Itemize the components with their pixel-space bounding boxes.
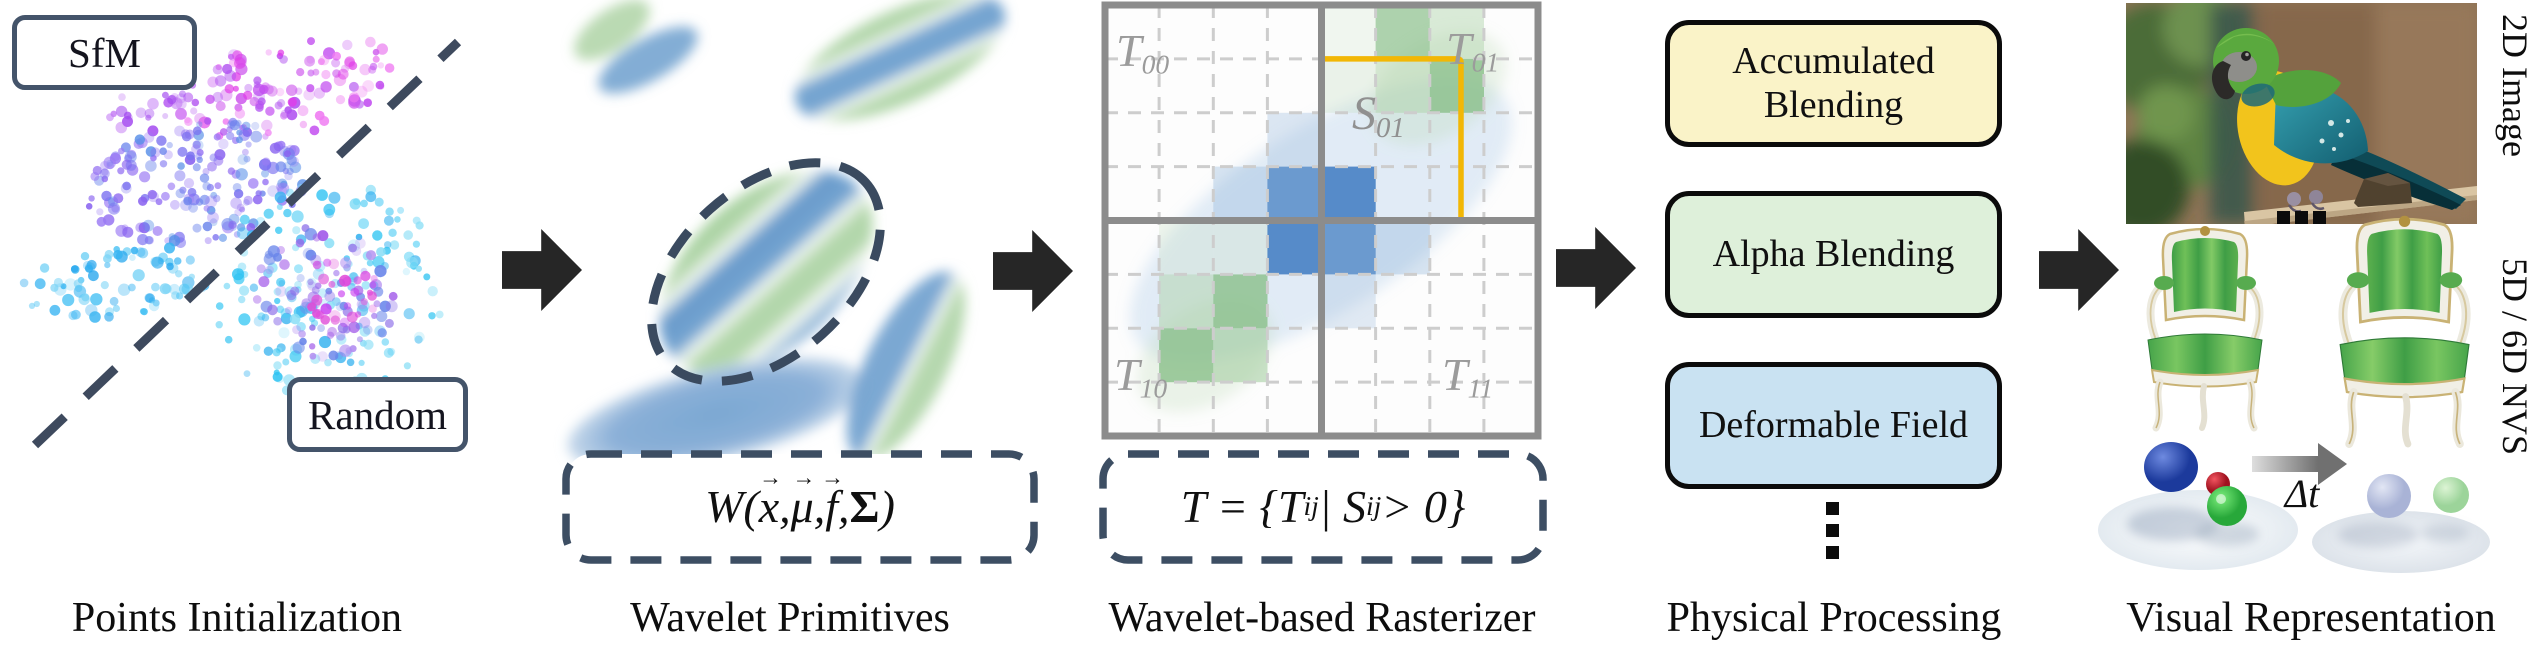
processing-box-accumulated-blending: Accumulated Blending bbox=[1665, 20, 2002, 147]
processing-box-label: Alpha Blending bbox=[1712, 232, 1955, 275]
time-arrow-shaft bbox=[2252, 456, 2318, 472]
sfm-label: SfM bbox=[68, 29, 141, 76]
wavelet-blob-bottom-blue bbox=[567, 357, 865, 470]
dynamic-spheres-graphic bbox=[2098, 442, 2490, 573]
point-cloud-graphic bbox=[19, 36, 462, 449]
rasterizer-grid-graphic bbox=[1101, 1, 1542, 440]
parrot-photo bbox=[2126, 3, 2477, 224]
side-label-2d-image: 2D Image bbox=[2495, 13, 2535, 157]
selected-primitive-outline bbox=[647, 158, 885, 386]
tile-label-t10: T10 bbox=[1114, 349, 1168, 404]
wavelet-formula-box bbox=[562, 450, 1038, 564]
blue-sphere bbox=[2144, 442, 2198, 492]
flow-arrow-3 bbox=[1556, 227, 1636, 309]
parrot-shoulder bbox=[2264, 69, 2341, 107]
delta-t-label: Δt bbox=[2284, 470, 2320, 516]
processing-box-label: Deformable Field bbox=[1698, 403, 1969, 446]
processing-box-label: Accumulated Blending bbox=[1732, 39, 1935, 126]
random-label: Random bbox=[308, 391, 447, 438]
wavelet-blob-small-blue bbox=[598, 26, 698, 94]
faded-green-sphere bbox=[2433, 477, 2469, 513]
wavelet-primitives-graphic bbox=[567, 0, 1006, 470]
wavelet-blob-small-green bbox=[574, 0, 650, 61]
time-arrow-head bbox=[2318, 443, 2347, 485]
parrot-foot bbox=[2309, 190, 2323, 204]
chair-view-1 bbox=[2148, 226, 2262, 428]
parrot-chin bbox=[2241, 83, 2275, 107]
caption-points-initialization: Points Initialization bbox=[71, 595, 403, 641]
caption-wavelet-primitives: Wavelet Primitives bbox=[630, 595, 950, 641]
horizontal-ellipsis-icon bbox=[2277, 211, 2326, 224]
chair-views-graphic bbox=[2132, 206, 2480, 452]
chair-view-2 bbox=[2340, 216, 2469, 444]
wavelet-blob-topright bbox=[794, 0, 1006, 121]
caption-visual-representation: Visual Representation bbox=[2126, 595, 2496, 641]
rasterizer-formula-box bbox=[1099, 450, 1547, 564]
tile-label-t00: T00 bbox=[1116, 25, 1170, 80]
side-label-5d6d-nvs: 5D / 6D NVS bbox=[2495, 258, 2535, 456]
diagonal-divider-line bbox=[31, 38, 462, 449]
processing-box-deformable-field: Deformable Field bbox=[1665, 362, 2002, 489]
parrot-eye bbox=[2241, 51, 2251, 61]
sfm-label-box: SfM bbox=[12, 15, 197, 90]
tile-label-t11: T11 bbox=[1442, 349, 1494, 404]
selection-label-s01: S01 bbox=[1352, 87, 1405, 145]
random-label-box: Random bbox=[287, 377, 468, 452]
faded-blue-sphere bbox=[2367, 474, 2411, 518]
caption-wavelet-rasterizer: Wavelet-based Rasterizer bbox=[1108, 595, 1536, 641]
wavelet-blob-central bbox=[659, 170, 873, 374]
caption-physical-processing: Physical Processing bbox=[1666, 595, 2002, 641]
green-sphere bbox=[2207, 486, 2247, 526]
wavelet-blob-right bbox=[846, 271, 966, 461]
processing-box-alpha-blending: Alpha Blending bbox=[1665, 191, 2002, 318]
parrot-foot bbox=[2287, 192, 2301, 206]
vertical-ellipsis-icon bbox=[1826, 502, 1839, 559]
parrot-beak bbox=[2211, 61, 2235, 100]
tile-label-t01: T01 bbox=[1446, 23, 1500, 78]
wavelet-formula: W(x→, μ→, f→, Σ) bbox=[705, 465, 895, 532]
flow-arrow-4 bbox=[2039, 229, 2119, 311]
